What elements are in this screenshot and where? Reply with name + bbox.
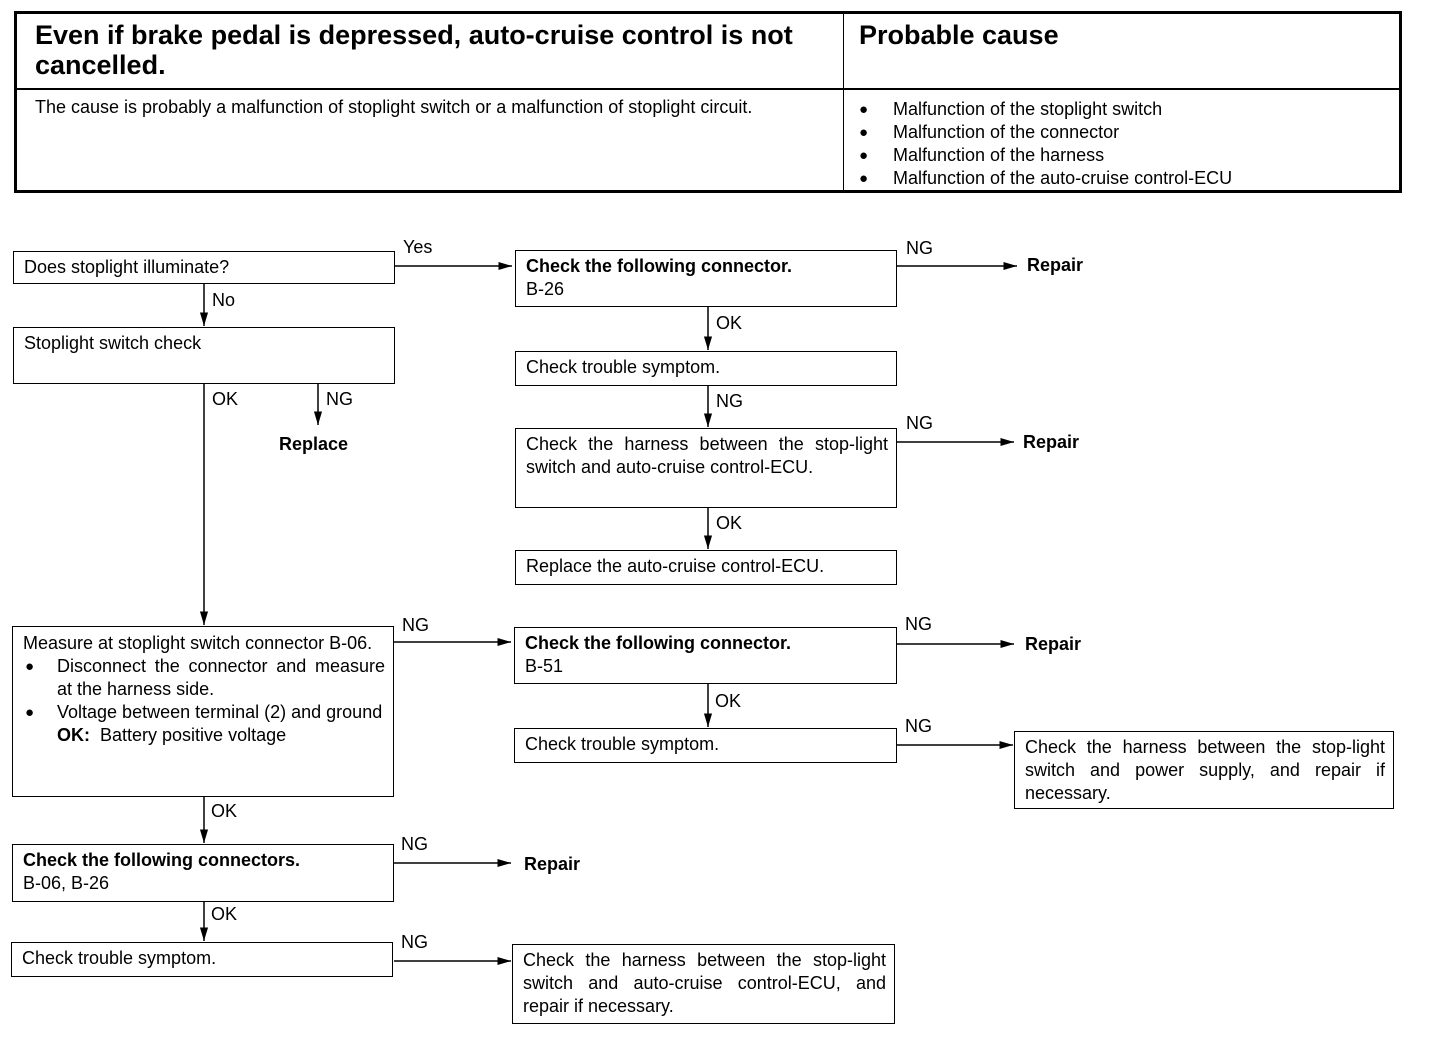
check-trouble-symptom-1-box: Check trouble symptom. xyxy=(515,351,897,386)
label-ok: OK xyxy=(211,801,238,821)
measure-step: Disconnect the connector and measure at … xyxy=(23,655,385,701)
check-harness-repair-box: Check the harness between the stop-light… xyxy=(512,944,895,1024)
table-divider-horizontal xyxy=(17,88,1399,90)
symptom-description: The cause is probably a malfunction of s… xyxy=(35,97,753,117)
step-title: Check the following connector. xyxy=(525,633,792,653)
step-text: Check the harness between the stop-light… xyxy=(526,434,888,477)
action-repair: Repair xyxy=(1025,634,1082,654)
label-ok: OK xyxy=(212,389,239,409)
label-ng: NG xyxy=(401,932,428,952)
cause-item: Malfunction of the harness xyxy=(859,144,1232,167)
cause-item: Malfunction of the stoplight switch xyxy=(859,98,1232,121)
label-ok: OK xyxy=(716,313,743,333)
step-text: Check trouble symptom. xyxy=(526,357,721,377)
label-ng: NG xyxy=(906,238,933,258)
measure-ok-spec: OK: Battery positive voltage xyxy=(23,724,385,747)
check-trouble-symptom-3-box: Check trouble symptom. xyxy=(11,942,393,977)
label-ng: NG xyxy=(716,391,743,411)
question-text: Does stoplight illuminate? xyxy=(24,257,230,277)
step-text: Check trouble symptom. xyxy=(525,734,720,754)
check-harness-ecu-box: Check the harness between the stop-light… xyxy=(515,428,897,508)
measure-steps: Disconnect the connector and measure at … xyxy=(23,655,385,724)
measure-b06-box: Measure at stoplight switch connector B-… xyxy=(12,626,394,797)
label-ng: NG xyxy=(326,389,353,409)
check-trouble-symptom-2-box: Check trouble symptom. xyxy=(514,728,897,763)
cause-item: Malfunction of the auto-cruise control-E… xyxy=(859,167,1232,190)
measure-title: Measure at stoplight switch connector B-… xyxy=(23,633,373,653)
label-ng: NG xyxy=(905,614,932,634)
stoplight-switch-check-box: Stoplight switch check xyxy=(13,327,395,384)
ok-value: Battery positive voltage xyxy=(100,725,287,745)
replace-ecu-box: Replace the auto-cruise control-ECU. xyxy=(515,550,897,585)
step-text: Check trouble symptom. xyxy=(22,948,217,968)
label-ng: NG xyxy=(402,615,429,635)
step-title: Check the following connectors. xyxy=(23,850,301,870)
action-repair: Repair xyxy=(1023,432,1080,452)
check-harness-power-box: Check the harness between the stop-light… xyxy=(1014,731,1394,809)
label-ok: OK xyxy=(211,904,238,924)
connector-code: B-51 xyxy=(525,656,564,676)
symptom-table: Even if brake pedal is depressed, auto-c… xyxy=(14,11,1402,193)
symptom-title: Even if brake pedal is depressed, auto-c… xyxy=(35,20,793,80)
step-title: Check the following connector. xyxy=(526,256,793,276)
step-text: Check the harness between the stop-light… xyxy=(523,950,886,1016)
check-connectors-b06-b26-box: Check the following connectors. B-06, B-… xyxy=(12,844,394,902)
step-text: Stoplight switch check xyxy=(24,333,202,353)
cause-item: Malfunction of the connector xyxy=(859,121,1232,144)
connector-code: B-06, B-26 xyxy=(23,873,110,893)
table-divider-vertical xyxy=(843,14,844,190)
question-stoplight-illuminate: Does stoplight illuminate? xyxy=(13,251,395,284)
connector-code: B-26 xyxy=(526,279,565,299)
probable-cause-heading: Probable cause xyxy=(859,20,1059,50)
label-ok: OK xyxy=(716,513,743,533)
label-yes: Yes xyxy=(403,237,433,257)
action-repair: Repair xyxy=(1027,255,1084,275)
ok-label: OK: xyxy=(57,725,90,745)
step-text: Check the harness between the stop-light… xyxy=(1025,737,1385,803)
probable-cause-list: Malfunction of the stoplight switch Malf… xyxy=(859,98,1232,190)
action-repair: Repair xyxy=(524,854,581,874)
check-connector-b26-box: Check the following connector. B-26 xyxy=(515,250,897,307)
label-ng: NG xyxy=(906,413,933,433)
check-connector-b51-box: Check the following connector. B-51 xyxy=(514,627,897,684)
label-ng: NG xyxy=(401,834,428,854)
label-ng: NG xyxy=(905,716,932,736)
step-text: Replace the auto-cruise control-ECU. xyxy=(526,556,825,576)
measure-step: Voltage between terminal (2) and ground xyxy=(23,701,385,724)
label-ok: OK xyxy=(715,691,742,711)
action-replace: Replace xyxy=(279,434,349,454)
label-no: No xyxy=(212,290,236,310)
